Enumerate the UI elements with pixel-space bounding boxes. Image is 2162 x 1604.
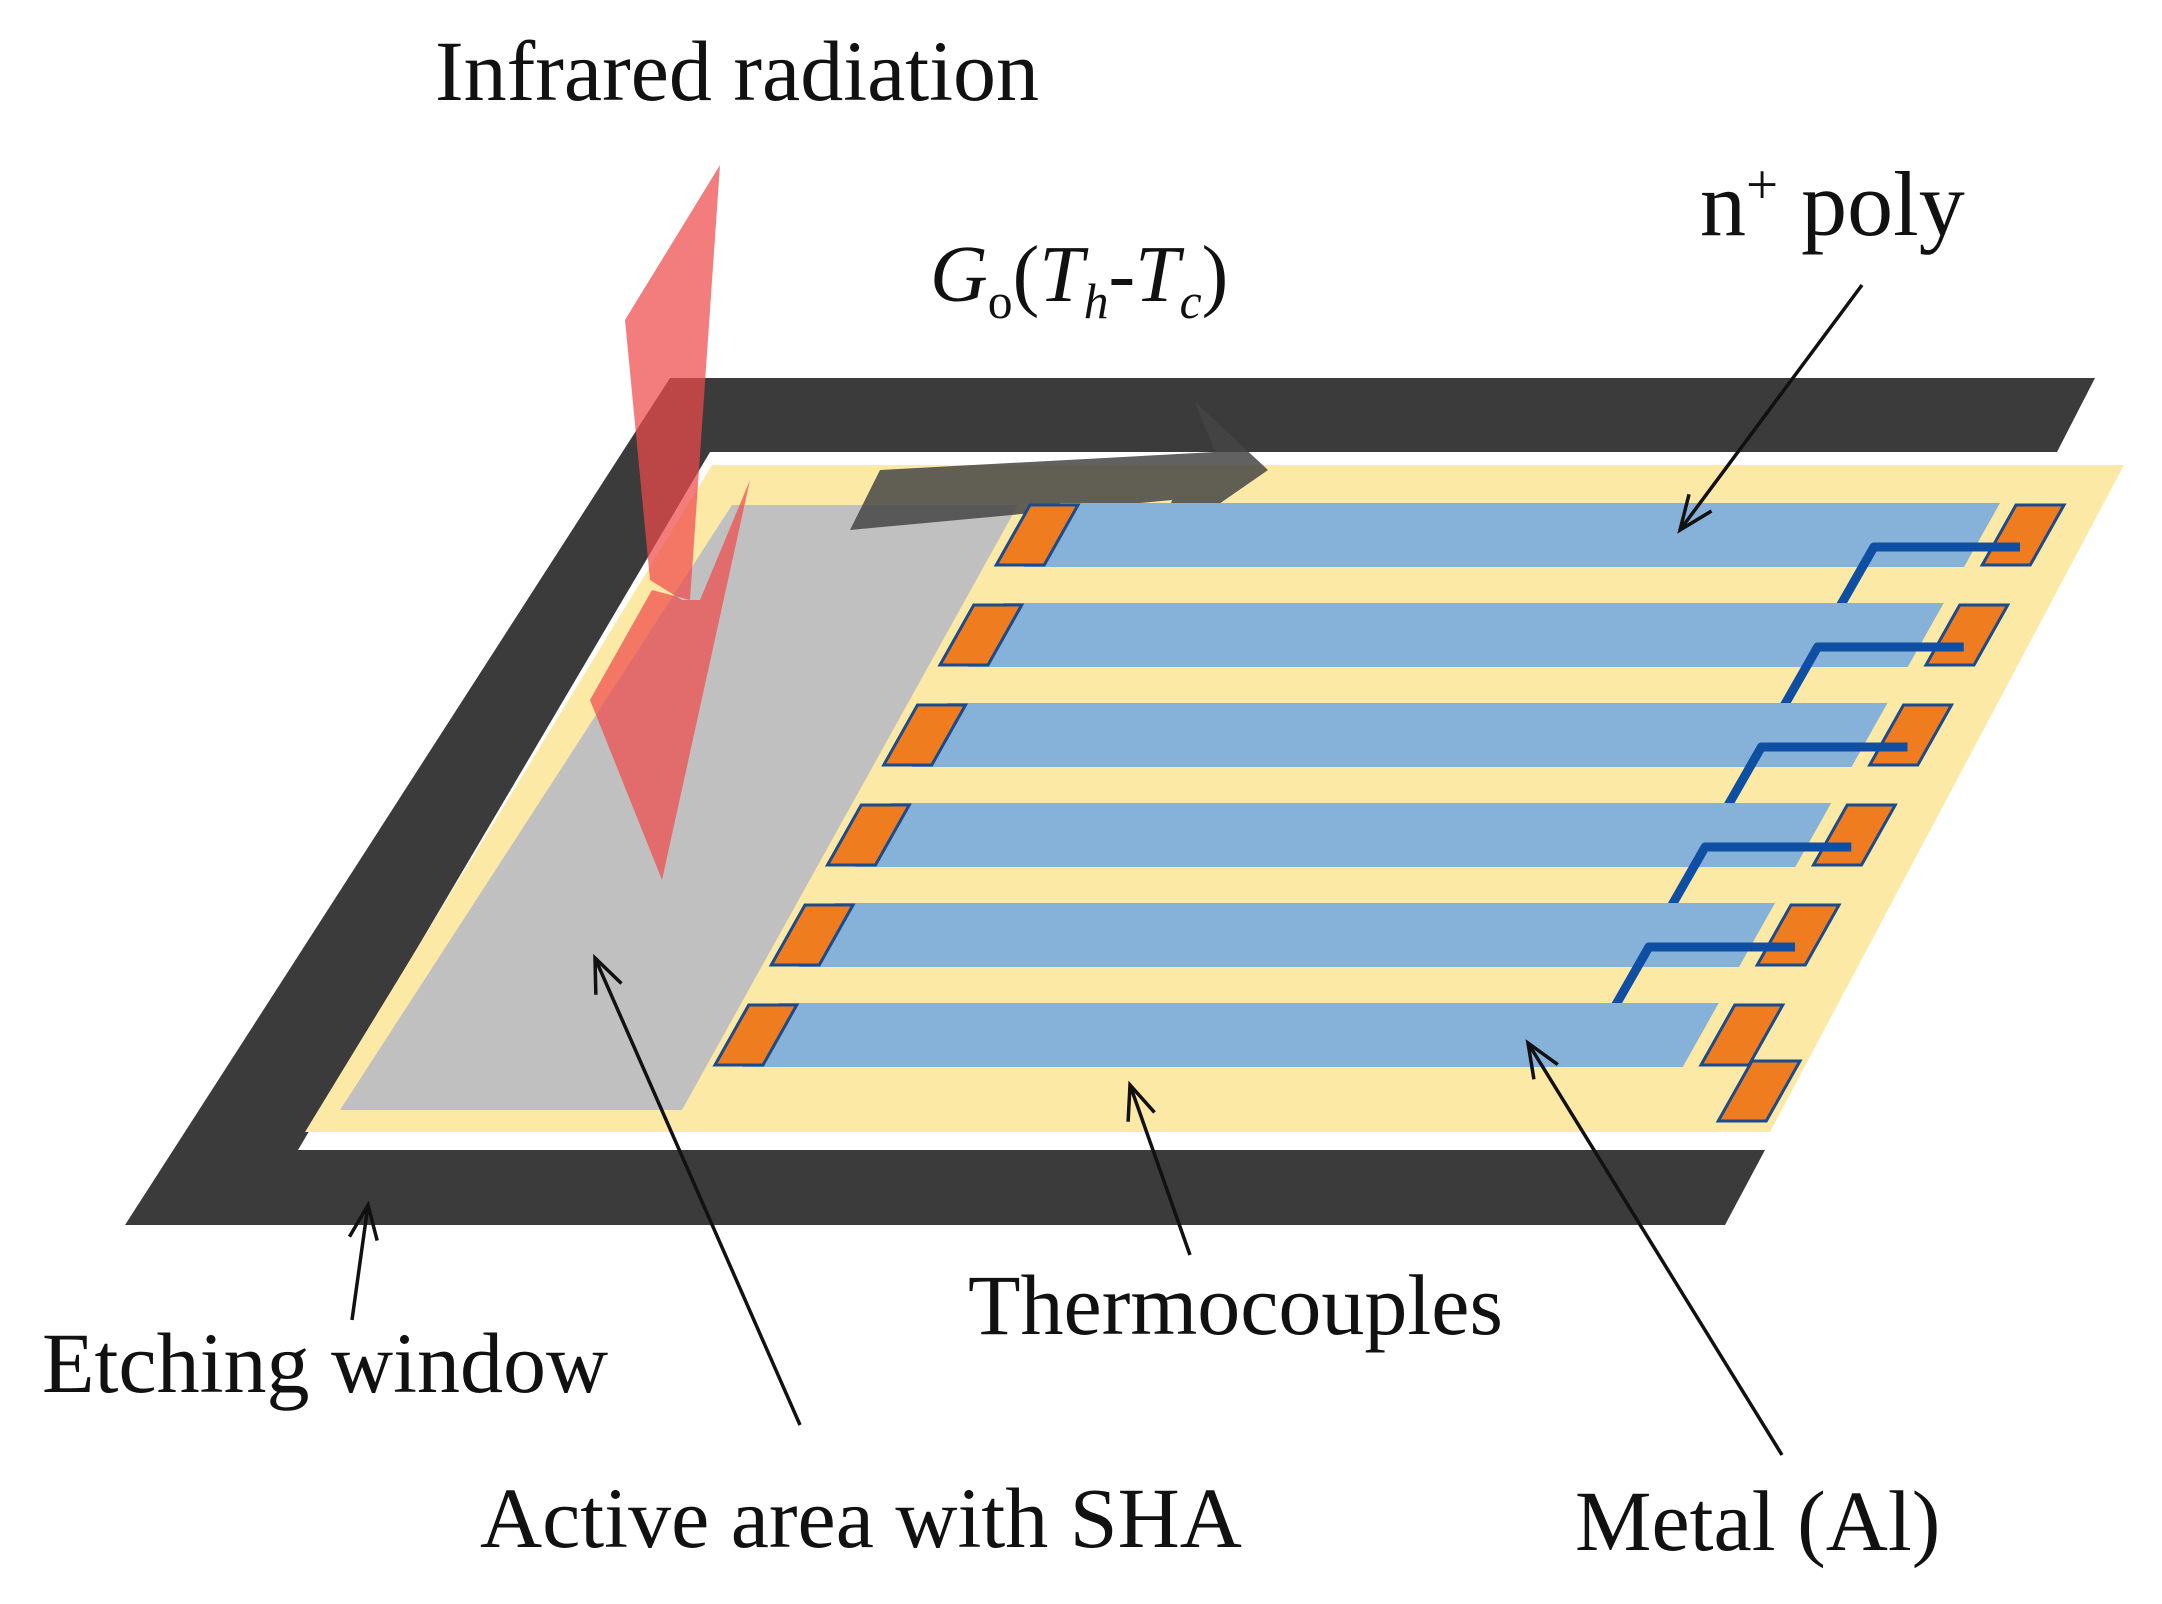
- leader-metal: [1526, 1042, 1784, 1456]
- npoly-rest: poly: [1778, 153, 1965, 255]
- leader-lines: [347, 283, 1864, 1456]
- conductance-G: G: [930, 231, 988, 319]
- conductance-paren-close: ): [1201, 231, 1229, 319]
- leader-etching-window: [350, 1204, 370, 1321]
- contact-pad-left: [824, 803, 912, 867]
- active-area: [340, 505, 1018, 1110]
- conductance-paren-open: (: [1012, 231, 1040, 319]
- conductance-Tc: T: [1135, 231, 1180, 319]
- etching-window-text: Etching window: [42, 1315, 609, 1411]
- contact-pad-left: [937, 603, 1025, 667]
- label-thermocouples: Thermocouples: [968, 1262, 1503, 1348]
- leader-active-area: [593, 957, 802, 1426]
- heat-flow-arrow: [850, 402, 1268, 545]
- leader-etching-window-head: [347, 1200, 379, 1242]
- infrared-radiation-arrow: [590, 165, 750, 880]
- metal-text: Metal (Al): [1575, 1473, 1941, 1569]
- contact-pad-end: [1715, 1059, 1803, 1123]
- label-infrared-radiation: Infrared radiation: [435, 28, 1039, 114]
- leader-n-poly: [1678, 283, 1864, 532]
- conductance-Tc-sub: c: [1179, 274, 1202, 329]
- leader-metal-head: [1525, 1039, 1559, 1080]
- leader-thermocouples-head: [1126, 1080, 1156, 1122]
- active-area-text: Active area with SHA: [480, 1470, 1242, 1566]
- npoly-n: n: [1700, 153, 1746, 255]
- label-n-poly: n+ poly: [1700, 156, 1965, 250]
- leader-thermocouples: [1128, 1084, 1192, 1256]
- label-etching-window: Etching window: [42, 1320, 608, 1406]
- poly-strip: [911, 703, 1888, 767]
- poly-strip: [967, 603, 1944, 667]
- leader-active-area-head: [593, 953, 623, 995]
- conductance-sub: o: [987, 274, 1013, 329]
- label-metal: Metal (Al): [1575, 1478, 1940, 1564]
- poly-strip: [742, 1003, 1719, 1067]
- contact-pad-left: [993, 503, 1081, 567]
- label-active-area: Active area with SHA: [480, 1475, 1242, 1561]
- conductance-Th-sub: h: [1083, 274, 1109, 329]
- poly-strip: [855, 803, 1832, 867]
- thermocouples-text: Thermocouples: [968, 1257, 1503, 1353]
- etching-window-frame: [125, 378, 2095, 1225]
- infrared-text: Infrared radiation: [435, 23, 1040, 119]
- contact-pad-left: [768, 903, 856, 967]
- label-conductance: Go(Th-Tc): [930, 235, 1228, 326]
- poly-strip: [1024, 503, 2000, 567]
- thermocouple-array: [712, 503, 2067, 1123]
- npoly-sup: +: [1746, 153, 1779, 217]
- conductance-minus: -: [1108, 231, 1136, 319]
- leader-n-poly-head: [1677, 493, 1713, 534]
- contact-pad-left: [712, 1003, 800, 1067]
- contact-pad-left: [881, 703, 969, 767]
- poly-strip: [799, 903, 1775, 967]
- conductance-Th: T: [1039, 231, 1084, 319]
